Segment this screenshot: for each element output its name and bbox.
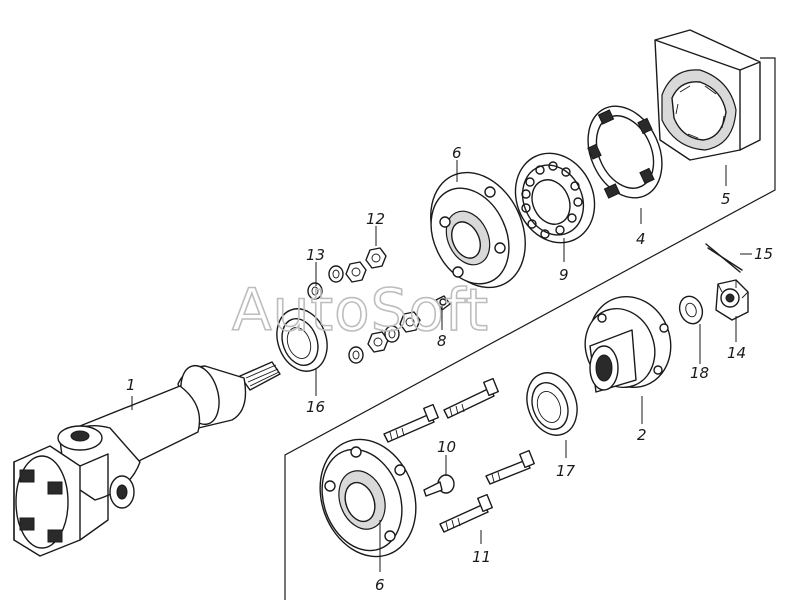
callout-numbers: 1 2 4 5 6 6 8 9 10 11 12 13 14 15 16 17 … [126, 144, 773, 594]
part-13-washers [307, 265, 400, 364]
part-5-support-cushion [654, 29, 761, 161]
callout-5: 5 [721, 190, 731, 208]
callout-8: 8 [437, 332, 447, 350]
callout-12: 12 [366, 210, 385, 228]
callout-15: 15 [754, 245, 773, 263]
callout-13: 13 [306, 246, 325, 264]
assembly-frame [284, 57, 776, 600]
part-18-washer [678, 295, 704, 325]
part-12-nuts [345, 247, 421, 353]
callout-10: 10 [437, 438, 456, 456]
callout-1: 1 [126, 376, 136, 394]
leader-lines [131, 160, 752, 572]
part-6-bearing-cover-lower [319, 438, 417, 558]
part-4-lugged-ring [587, 105, 663, 199]
callout-6-lower: 6 [375, 576, 385, 594]
callout-6-upper: 6 [452, 144, 462, 162]
part-6-bearing-cover-upper [430, 171, 526, 289]
part-14-castle-nut [715, 279, 749, 321]
callout-11: 11 [472, 548, 491, 566]
callout-4: 4 [636, 230, 646, 248]
callout-14: 14 [727, 344, 746, 362]
part-1-cardan-shaft [13, 361, 281, 557]
part-8-grease-fitting [435, 295, 451, 311]
part-11-bolts [383, 377, 535, 533]
part-16-oil-seal [276, 308, 328, 372]
callout-16: 16 [306, 398, 325, 416]
callout-17: 17 [556, 462, 576, 480]
callout-9: 9 [559, 266, 569, 284]
callout-18: 18 [690, 364, 709, 382]
part-15-cotter-pin [705, 243, 743, 273]
part-17-oil-seal [526, 372, 578, 436]
watermark-text: AutoSoft [232, 276, 489, 344]
part-10-grease-fitting [423, 474, 455, 497]
part-9-ball-bearing [514, 152, 596, 244]
part-2-flange [584, 295, 672, 393]
callout-2: 2 [637, 426, 647, 444]
